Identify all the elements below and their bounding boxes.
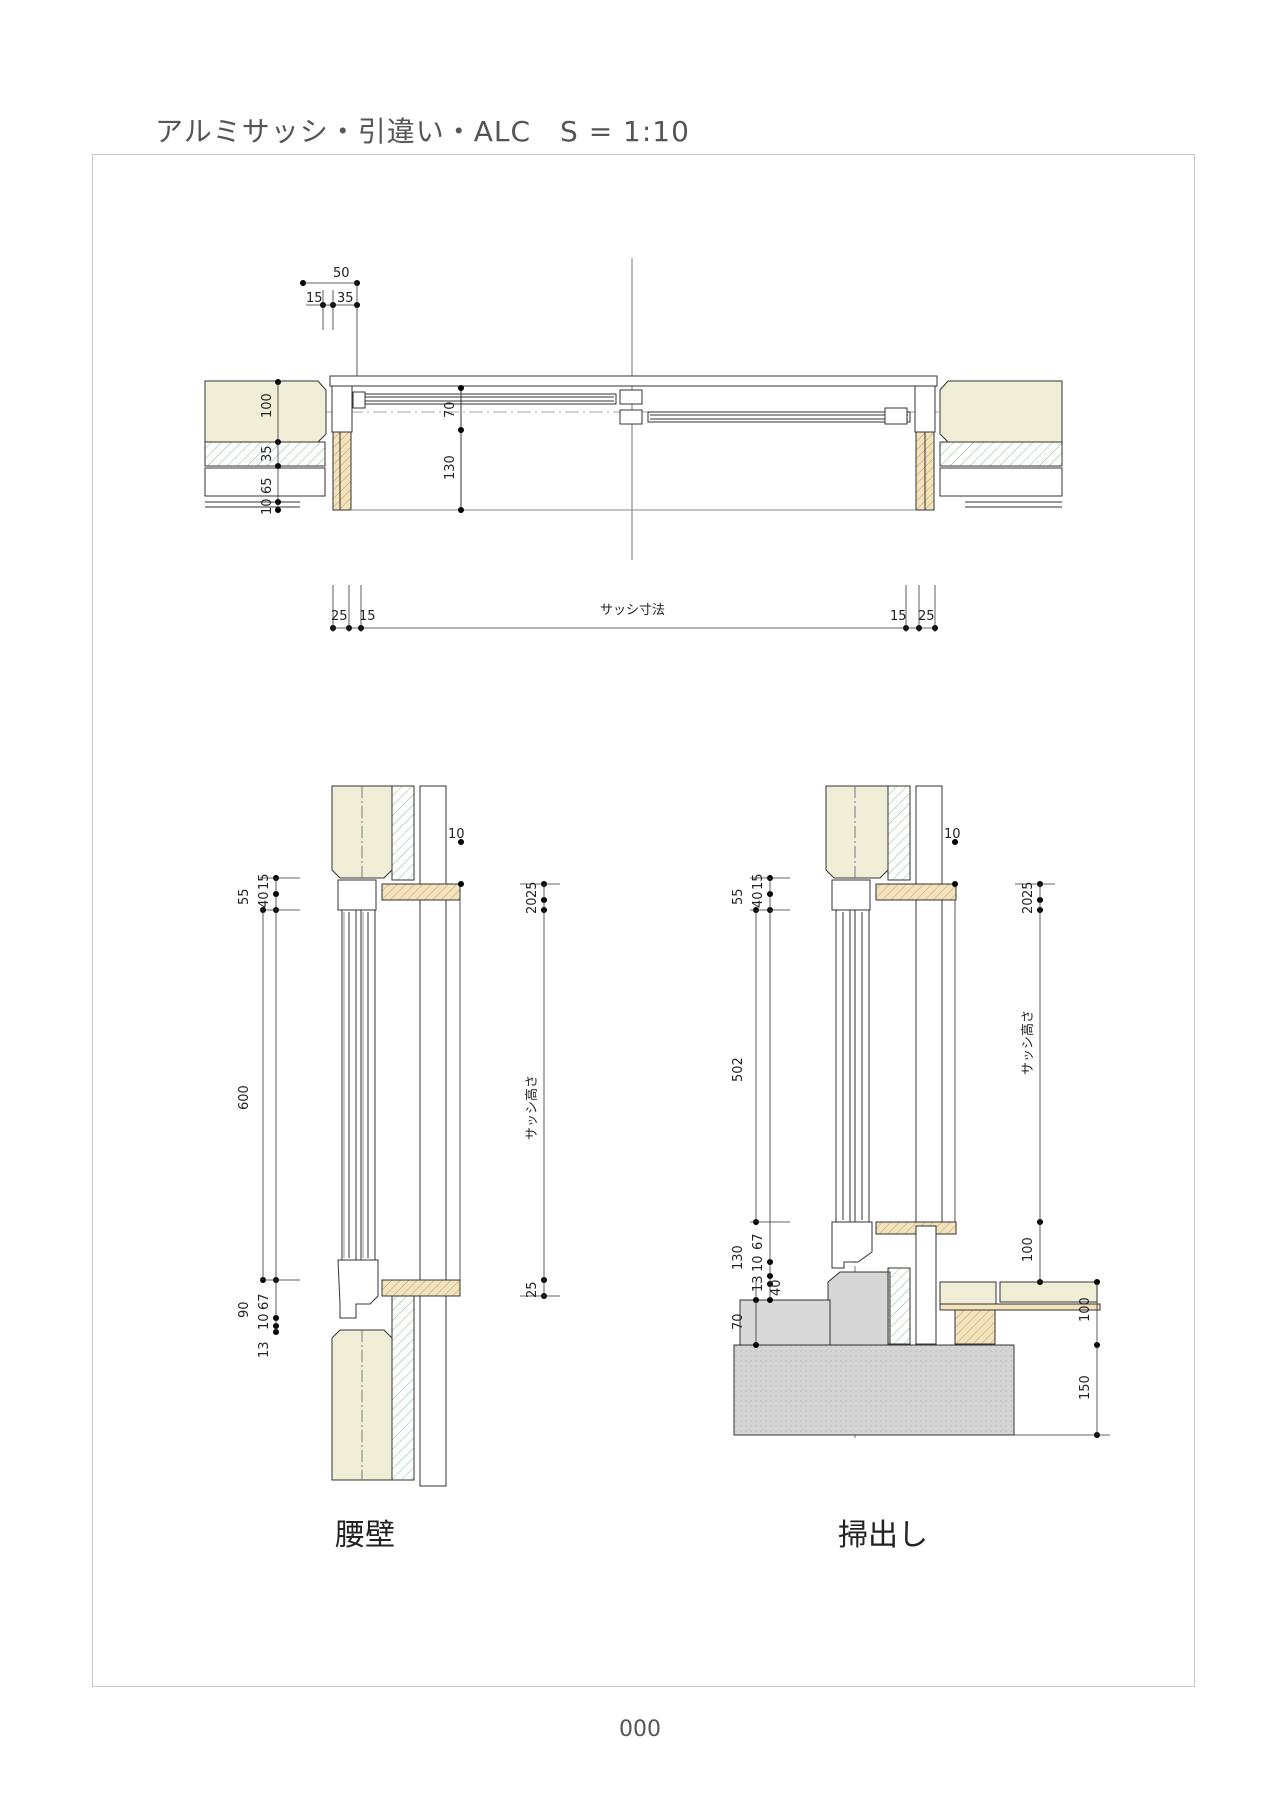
dim-plan-b15l: 15 bbox=[359, 609, 376, 624]
dim-floor-15: 15 bbox=[751, 873, 766, 890]
dim-floor-130: 130 bbox=[731, 1245, 746, 1270]
floor-board bbox=[939, 1281, 997, 1305]
sliding-pane-inner bbox=[647, 411, 911, 423]
dim-floor-sash-height: サッシ高さ bbox=[1020, 1010, 1036, 1075]
page-title: アルミサッシ・引違い・ALC S = 1:10 bbox=[155, 115, 690, 148]
dim-wall-r20: 20 bbox=[525, 897, 540, 914]
dim-wall-r25b: 25 bbox=[525, 1281, 540, 1298]
dim-plan-100: 100 bbox=[260, 393, 275, 418]
plan-dim-lines bbox=[277, 280, 937, 632]
dim-wall-67: 67 bbox=[257, 1293, 272, 1310]
dim-plan-sash-width: サッシ寸法 bbox=[600, 603, 665, 618]
dim-floor-r100b: 100 bbox=[1078, 1297, 1093, 1322]
dim-plan-35: 35 bbox=[337, 291, 354, 306]
page-number: 000 bbox=[619, 1717, 661, 1742]
dim-wall-15: 15 bbox=[257, 873, 272, 890]
dim-floor-r100: 100 bbox=[1021, 1237, 1036, 1262]
dim-wall-sash-height: サッシ高さ bbox=[524, 1075, 540, 1140]
alc-panel-right bbox=[939, 380, 1063, 443]
dim-floor-502: 502 bbox=[731, 1057, 746, 1082]
dim-plan-70: 70 bbox=[443, 401, 458, 418]
plan-view bbox=[204, 258, 1063, 560]
dim-floor-40: 40 bbox=[751, 891, 766, 908]
sliding-pane-outer bbox=[357, 393, 617, 405]
dim-plan-15: 15 bbox=[306, 291, 323, 306]
dim-wall-r25: 25 bbox=[525, 881, 540, 898]
casing-left bbox=[332, 431, 352, 511]
dim-plan-50: 50 bbox=[333, 266, 350, 281]
dim-wall-55: 55 bbox=[237, 888, 252, 905]
plan-dimension-marks bbox=[275, 280, 938, 631]
dim-wall-90: 90 bbox=[237, 1301, 252, 1318]
concrete-slab bbox=[733, 1344, 1015, 1436]
dim-floor-55: 55 bbox=[731, 888, 746, 905]
dim-wall-r10: 10 bbox=[448, 827, 465, 842]
dim-wall-10: 10 bbox=[257, 1313, 272, 1330]
insulation-left bbox=[204, 441, 326, 467]
caption-hakidashi: 掃出し bbox=[838, 1518, 928, 1553]
section-floor-dim-lines bbox=[750, 877, 1110, 1436]
dim-wall-600: 600 bbox=[237, 1085, 252, 1110]
section-wall-dim-lines bbox=[260, 877, 560, 1332]
section-wall bbox=[331, 785, 461, 1487]
section-wall-dim-marks bbox=[260, 839, 547, 1335]
section-floor-dim-marks bbox=[753, 839, 1100, 1438]
dim-floor-r150: 150 bbox=[1078, 1375, 1093, 1400]
dim-plan-b25r: 25 bbox=[918, 609, 935, 624]
insulation-right bbox=[939, 441, 1063, 467]
dim-plan-b15r: 15 bbox=[890, 609, 907, 624]
caption-koshikabe: 腰壁 bbox=[335, 1518, 395, 1553]
dim-floor-r10: 10 bbox=[944, 827, 961, 842]
section-floor bbox=[733, 785, 1101, 1440]
dim-plan-130: 130 bbox=[443, 455, 458, 480]
dim-wall-40: 40 bbox=[257, 891, 272, 908]
dim-floor-67: 67 bbox=[751, 1233, 766, 1250]
finish-board-right bbox=[939, 467, 1063, 497]
dim-plan-b25l: 25 bbox=[331, 609, 348, 624]
dim-plan-35b: 35 bbox=[260, 445, 275, 462]
dim-floor-r25: 25 bbox=[1021, 881, 1036, 898]
finish-board-left bbox=[204, 467, 326, 497]
dim-floor-70: 70 bbox=[731, 1313, 746, 1330]
dim-plan-65: 65 bbox=[260, 477, 275, 494]
dim-plan-10: 10 bbox=[260, 498, 275, 515]
dim-floor-13: 13 bbox=[751, 1275, 766, 1292]
drawing-frame bbox=[92, 154, 1195, 1687]
dim-wall-13: 13 bbox=[257, 1341, 272, 1358]
dim-floor-40b: 40 bbox=[769, 1279, 784, 1296]
dim-floor-r20: 20 bbox=[1021, 897, 1036, 914]
dim-floor-10: 10 bbox=[751, 1255, 766, 1272]
